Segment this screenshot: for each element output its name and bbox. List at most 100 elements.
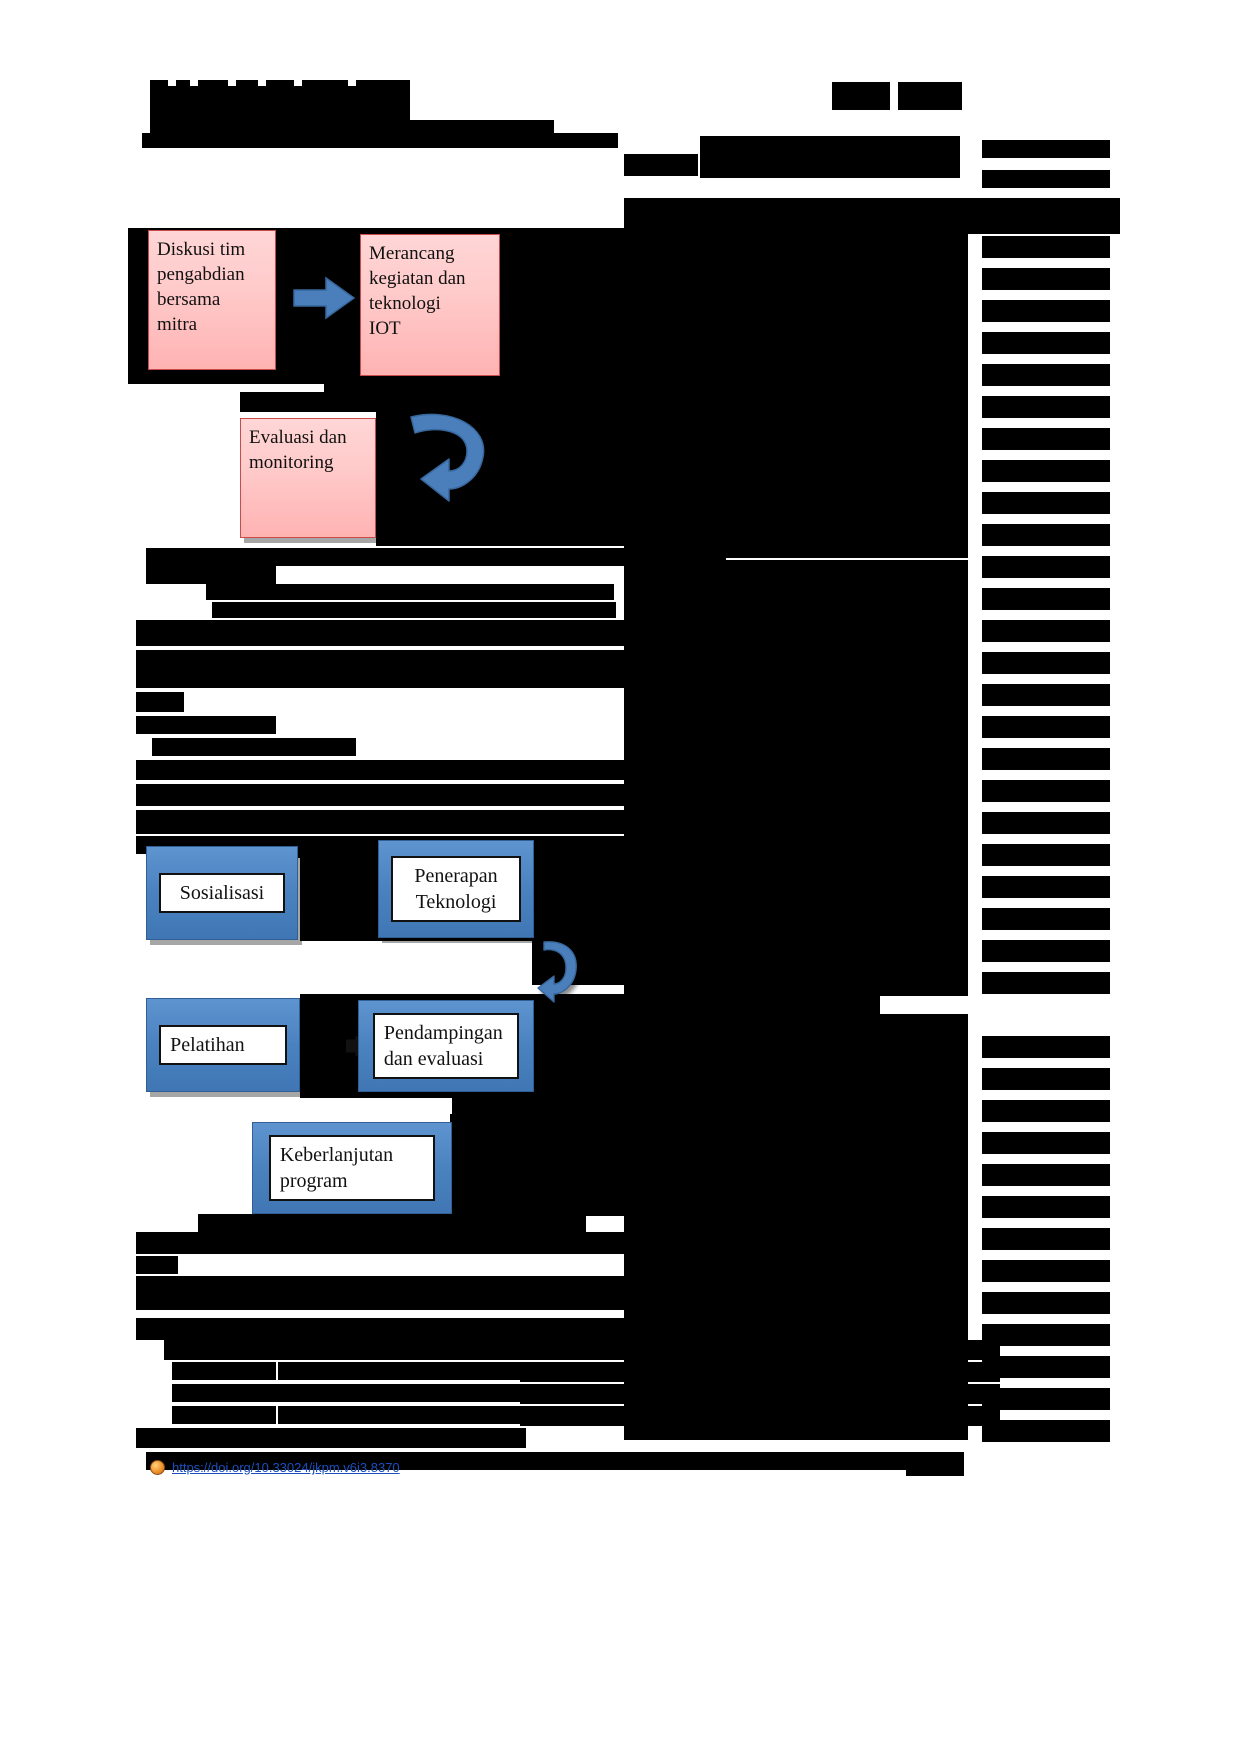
redaction-bar [520,1362,1000,1382]
figure1-merancang-line2: kegiatan dan [369,268,466,290]
redaction-bar [146,566,276,584]
redaction-bar [982,396,1110,418]
doi-crossref-icon [150,1460,165,1475]
redaction-block [452,1098,628,1114]
figure2-penerapan-line2: Teknologi [415,891,497,913]
redaction-bar [982,492,1110,514]
redaction-bar [982,1164,1110,1186]
figure2-pendampingan-label: Pendampingan dan evaluasi [372,1013,520,1079]
redaction-block [136,716,276,734]
redaction-bar [136,1318,956,1340]
redaction-bar [982,876,1110,898]
figure2-penerapan-label: Penerapan Teknologi [391,856,521,922]
redaction-bar [982,1356,1110,1378]
figure2-box-sosialisasi: Sosialisasi [146,846,298,940]
figure2-box-keberlanjutan: Keberlanjutan program [252,1122,452,1214]
redaction-bar [982,780,1110,802]
redaction-bar [982,1228,1110,1250]
redaction-bar [982,748,1110,770]
redaction-bar [982,460,1110,482]
redaction-bar [172,1362,276,1380]
redaction-block [136,760,624,780]
redaction-bar [832,82,890,110]
redaction-bar [150,86,410,126]
redaction-bar [982,1324,1110,1346]
redaction-bar [198,1214,586,1232]
redaction-bar [136,1276,966,1310]
redaction-block [136,620,624,646]
redaction-bar [172,1384,520,1402]
figure1-evaluasi-line2: monitoring [249,452,334,474]
figure1-evaluasi-line1: Evaluasi dan [249,427,347,448]
redaction-bar [982,1132,1110,1154]
figure2-keberlanjutan-line2: program [279,1170,348,1192]
redaction-bar [982,300,1110,322]
redaction-bar [982,268,1110,290]
redaction-bar [982,1420,1110,1442]
redaction-block [136,810,656,834]
figure1-merancang-line1: Merancang [369,243,455,264]
figure1-box-evaluasi: Evaluasi dan monitoring [240,418,376,538]
redaction-bar [982,588,1110,610]
redaction-bar [982,556,1110,578]
redaction-bar [982,1100,1110,1122]
figure1-box-merancang: Merancang kegiatan dan teknologi IOT [360,234,500,376]
redaction-block [152,738,356,756]
redaction-bar [520,1406,1000,1426]
figure1-box-diskusi: Diskusi tim pengabdian bersama mitra [148,230,276,370]
redaction-bar [146,548,726,566]
figure2-arrow-curved-icon [536,938,582,1004]
redaction-bar [982,684,1110,706]
redaction-bar [136,1232,626,1254]
redaction-bar [982,524,1110,546]
redaction-bar [880,996,1110,1014]
figure2-pendampingan-line2: dan evaluasi [383,1048,484,1070]
redaction-bar [520,1340,1000,1360]
redaction-bar [898,82,962,110]
redaction-bar [206,584,614,600]
redaction-block [136,650,624,688]
redaction-bar [982,1036,1110,1058]
redaction-bar [278,1362,520,1380]
figure1-merancang-line4: IOT [369,318,401,340]
redaction-bar [982,716,1110,738]
figure1-arrow-right-icon [292,274,356,322]
redaction-bar [906,1452,964,1476]
redaction-bar [700,136,960,178]
redaction-block [136,692,184,712]
redaction-bar [982,812,1110,834]
redaction-bar [982,940,1110,962]
redaction-bar [150,120,554,134]
redaction-bar [982,364,1110,386]
figure1-arrow-curved-icon [405,405,497,505]
redaction-bar [982,1260,1110,1282]
redaction-block [136,784,624,806]
redaction-bar [982,236,1110,258]
figure2-keberlanjutan-label: Keberlanjutan program [268,1135,436,1201]
redaction-bar [982,1388,1110,1410]
figure1-diskusi-line3: bersama [157,289,221,311]
redaction-bar [146,1452,962,1470]
figure2-pelatihan-label: Pelatihan [159,1025,287,1065]
figure1-diskusi-line1: Diskusi tim [157,239,246,260]
redaction-bar [982,1068,1110,1090]
redaction-bar [164,1340,520,1360]
redaction-bar [982,1196,1110,1218]
redaction-bar [142,133,618,148]
redaction-bar [136,1256,178,1274]
redaction-block [532,845,656,985]
redaction-bar [982,908,1110,930]
redaction-bar [982,202,1110,226]
redaction-bar [212,602,616,618]
doi-link[interactable]: https://doi.org/10.33024/jkpm.v6i3.8370 [172,1460,400,1475]
figure2-keberlanjutan-line1: Keberlanjutan [279,1144,394,1166]
redaction-bar [982,332,1110,354]
redaction-bar [136,1428,526,1448]
redaction-bar [982,428,1110,450]
redaction-bar [982,1292,1110,1314]
figure1-merancang-line3: teknologi [369,293,441,315]
redaction-block [624,198,968,558]
figure2-penerapan-line1: Penerapan [414,865,498,887]
figure1-diskusi-line4: mitra [157,314,198,336]
